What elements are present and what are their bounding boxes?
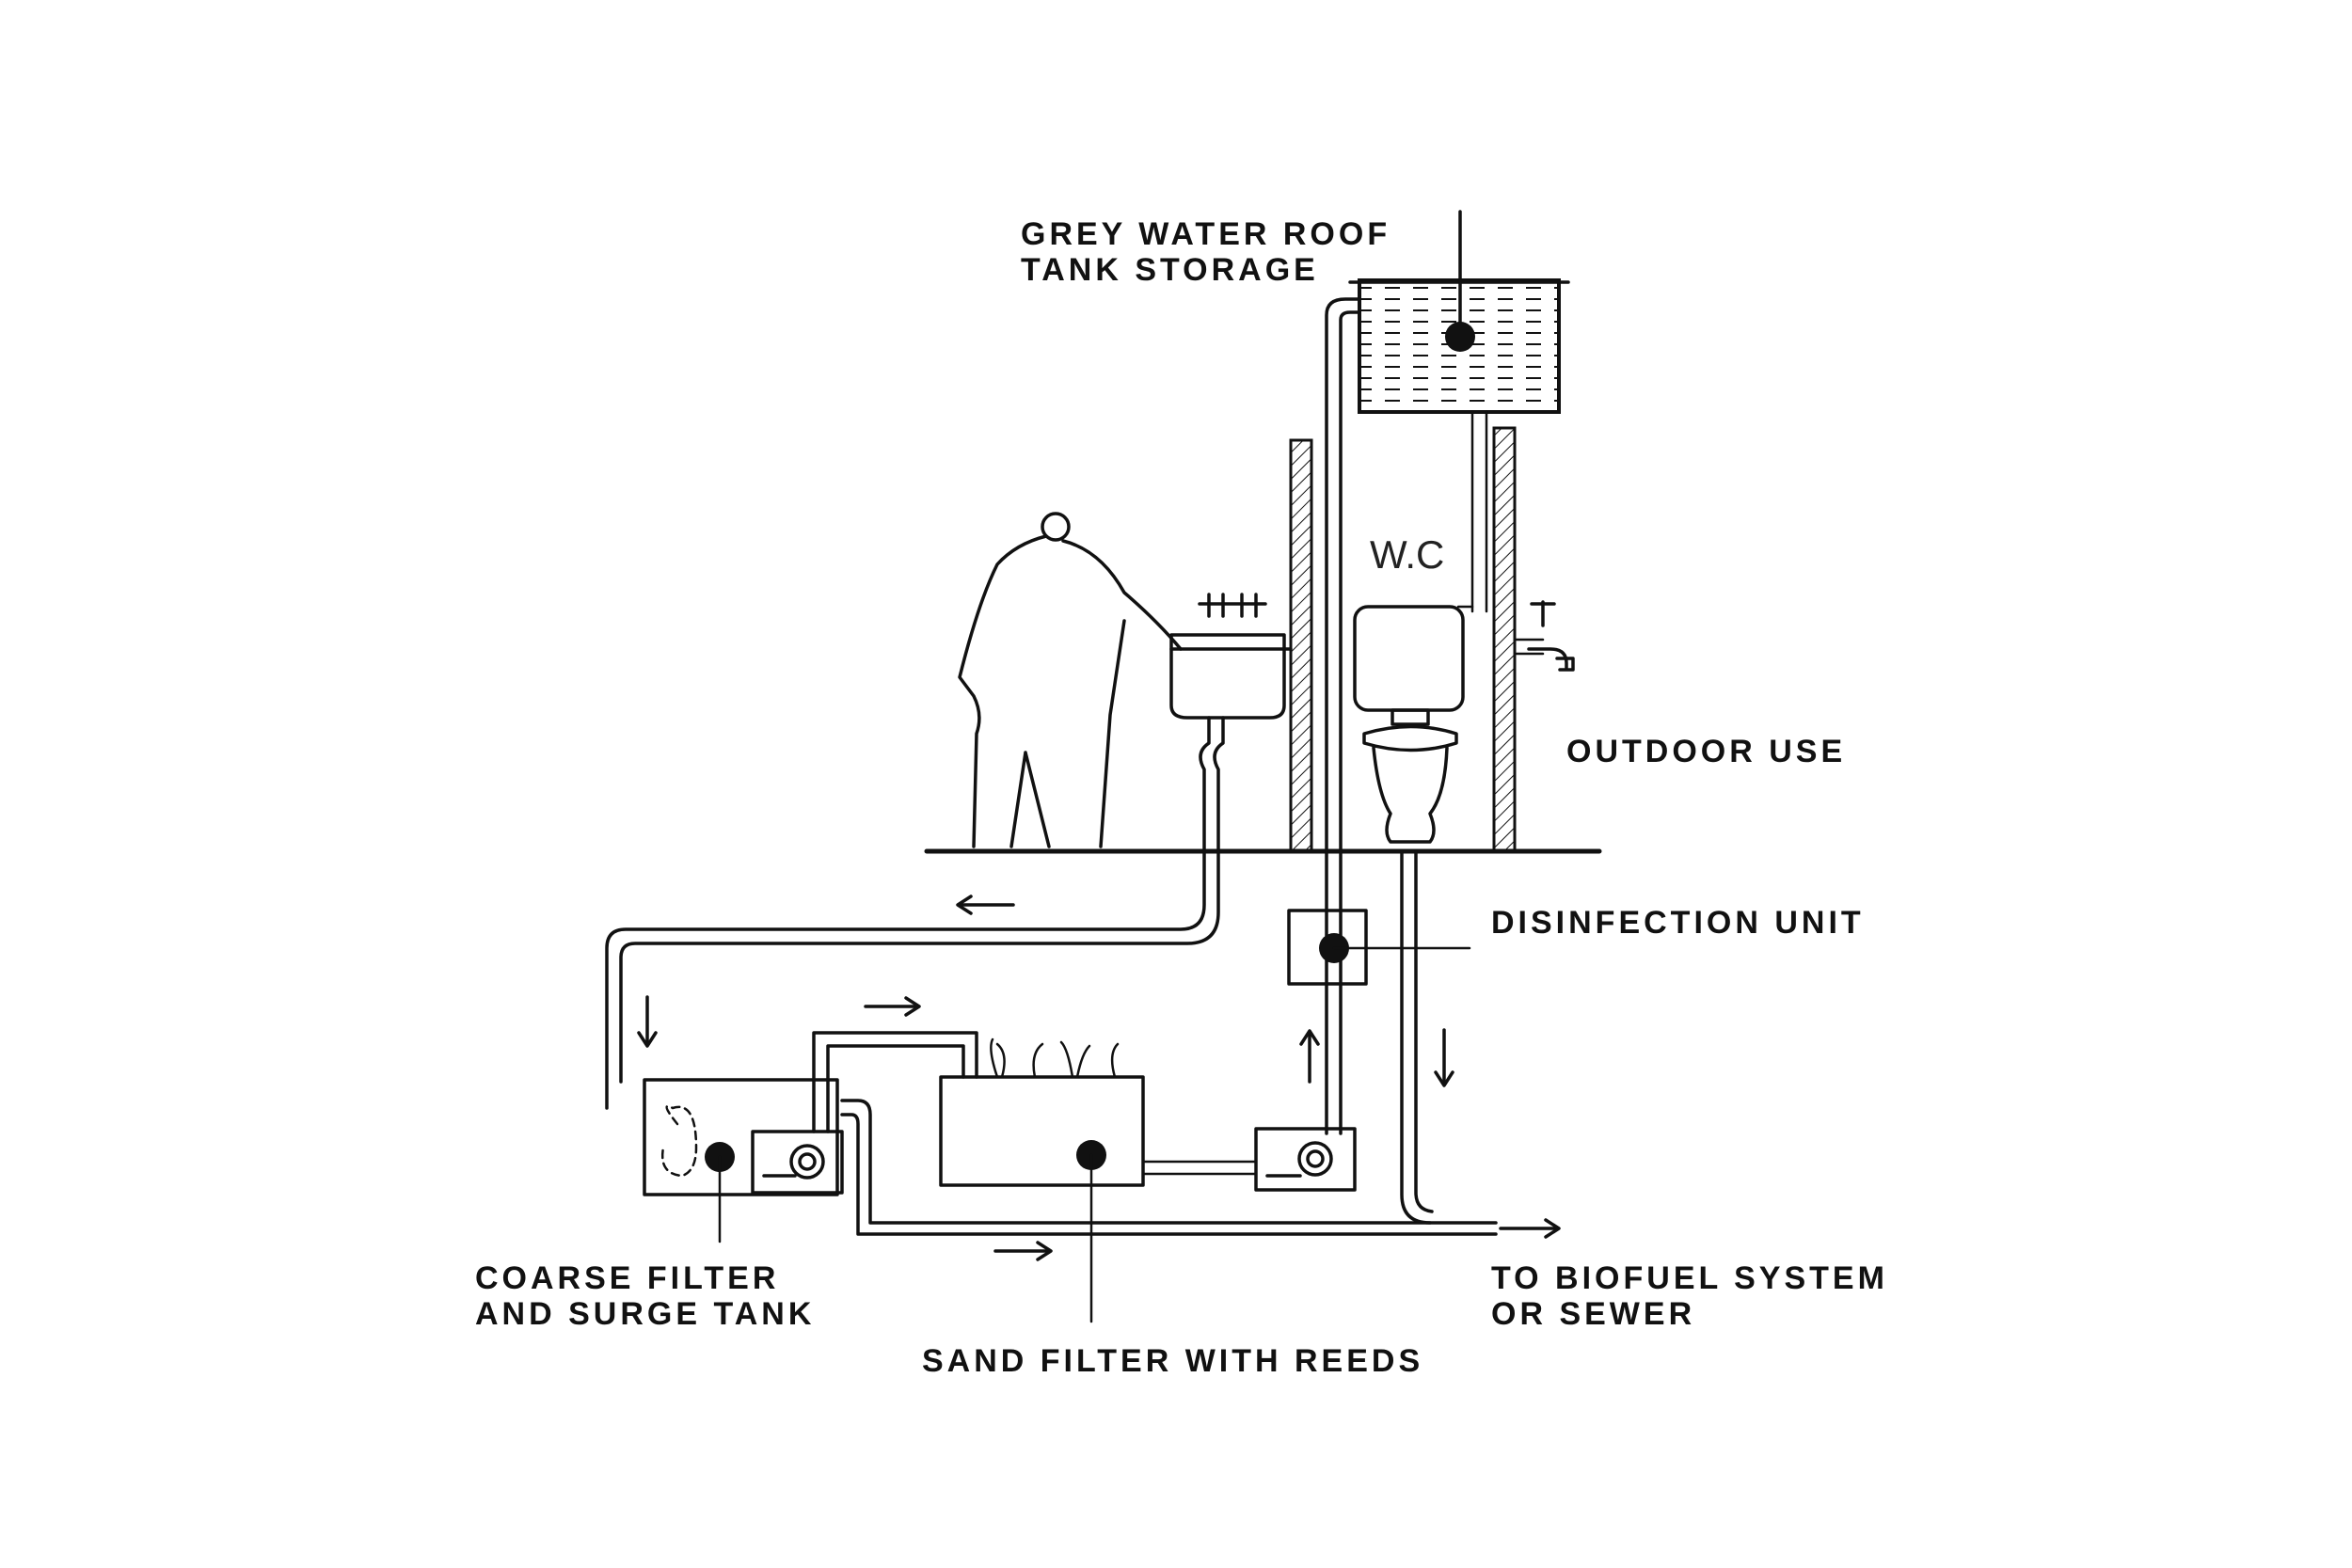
biofuel-label: TO BIOFUEL SYSTEM OR SEWER xyxy=(1491,1260,1888,1332)
flow-arrow-right-1 xyxy=(864,996,921,1017)
wc-label: W.C xyxy=(1370,532,1445,577)
flow-arrow-right-3 xyxy=(1499,1218,1561,1239)
coarse-filter-label-line2: AND SURGE TANK xyxy=(475,1296,816,1332)
pump-1-icon xyxy=(751,1130,844,1195)
left-wall xyxy=(1289,438,1313,853)
roof-tank-label-line1: GREY WATER ROOF xyxy=(1021,216,1391,252)
coarse-filter-label-line1: COARSE FILTER xyxy=(475,1260,780,1296)
pump-2-icon xyxy=(1254,1127,1357,1192)
person-figure xyxy=(958,512,1183,848)
flush-pipe xyxy=(1456,410,1545,656)
sand-filter-tank xyxy=(939,1037,1145,1323)
flow-arrow-left xyxy=(956,895,1015,915)
flow-arrow-down-2 xyxy=(1434,1028,1454,1087)
overflow-pipe xyxy=(840,849,1498,1236)
biofuel-label-line1: TO BIOFUEL SYSTEM xyxy=(1491,1260,1888,1296)
toilet-icon xyxy=(1353,605,1465,844)
right-wall xyxy=(1492,426,1517,853)
roof-tank-marker xyxy=(1445,322,1475,352)
disinfection-unit xyxy=(1287,909,1471,986)
sand-filter-outlet-pipe xyxy=(1141,1160,1258,1176)
outdoor-tap-icon xyxy=(1527,600,1575,672)
coarse-filter-label: COARSE FILTER AND SURGE TANK xyxy=(475,1260,815,1332)
disinfection-unit-label: DISINFECTION UNIT xyxy=(1491,905,1865,941)
sand-filter-label: SAND FILTER WITH REEDS xyxy=(922,1343,1424,1379)
sink-icon xyxy=(1169,593,1293,720)
supply-riser-pipe xyxy=(1325,297,1361,1135)
flow-arrow-up xyxy=(1299,1029,1320,1084)
roof-tank-label-line2: TANK STORAGE xyxy=(1021,252,1319,288)
transfer-pipe xyxy=(812,1031,978,1133)
flow-arrow-down-1 xyxy=(637,995,658,1048)
roof-tank-label: GREY WATER ROOF TANK STORAGE xyxy=(1021,216,1391,288)
biofuel-label-line2: OR SEWER xyxy=(1491,1296,1696,1332)
flow-arrow-right-2 xyxy=(993,1241,1053,1261)
sink-drain-pipe xyxy=(605,716,1225,1110)
roof-tank xyxy=(1348,210,1570,414)
outdoor-use-label: OUTDOOR USE xyxy=(1566,734,1847,769)
coarse-filter-tank xyxy=(643,1078,839,1243)
